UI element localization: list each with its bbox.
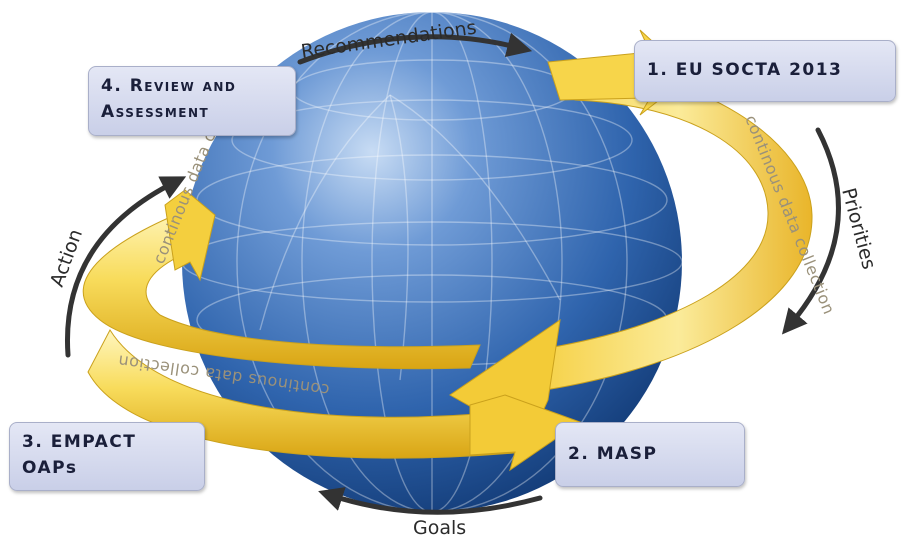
arrow-priorities — [781, 127, 841, 335]
label-goals: Goals — [413, 517, 466, 538]
cycle-arrows — [64, 32, 841, 515]
step-empact-line1: 3. EMPACT — [22, 432, 137, 452]
arrow-recommendations — [297, 32, 533, 65]
label-priorities: Priorities — [837, 186, 880, 272]
step-review-line1: 4. Review and — [101, 76, 237, 96]
step-review-assessment-box: 4. Review and Assessment — [88, 66, 296, 136]
step-empact-line2: OAPs — [22, 458, 78, 478]
arrow-goals — [318, 487, 543, 515]
step-masp-label: 2. MASP — [568, 444, 658, 464]
label-action: Action — [46, 226, 87, 289]
arrow-action — [64, 176, 187, 358]
step-review-line2: Assessment — [101, 102, 210, 122]
step-empact-box: 3. EMPACT OAPs — [9, 422, 205, 491]
step-eu-socta-box: 1. EU SOCTA 2013 — [634, 40, 896, 102]
step-socta-label: 1. EU SOCTA 2013 — [647, 60, 843, 80]
step-masp-box: 2. MASP — [555, 422, 745, 487]
